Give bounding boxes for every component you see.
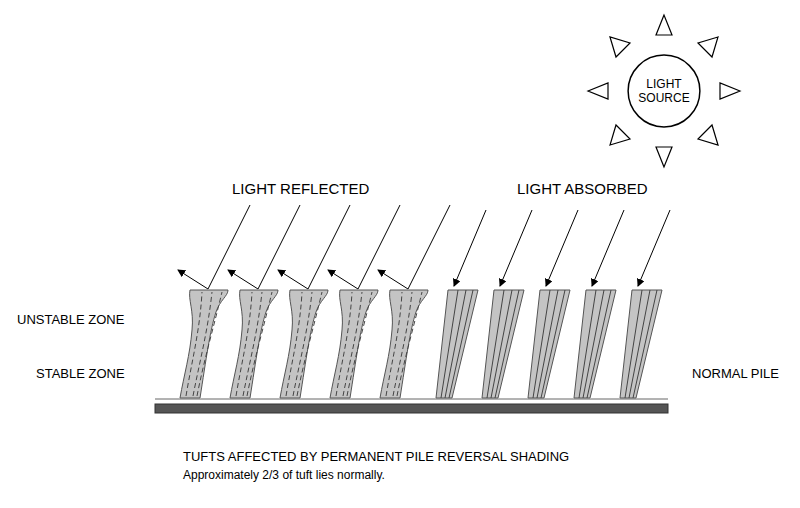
light-ray — [328, 205, 400, 289]
sun-ray — [698, 37, 718, 57]
sun-ray — [720, 83, 740, 99]
backing-line — [155, 399, 668, 400]
absorbed-arrows — [454, 210, 670, 286]
reversed-tuft — [380, 290, 428, 398]
reflected-arrows — [178, 205, 450, 289]
sun-rays — [588, 15, 740, 167]
reversed-tuft — [330, 290, 378, 398]
sun-ray — [588, 83, 608, 99]
normal-tuft — [482, 290, 524, 398]
normal-tuft — [528, 290, 570, 398]
light-ray — [378, 205, 450, 289]
light-source-circle: LIGHT SOURCE — [627, 54, 701, 128]
reversed-tuft — [230, 290, 278, 398]
light-ray — [500, 210, 532, 286]
reversed-tuft — [180, 290, 228, 398]
sun-ray — [656, 147, 672, 167]
light-label: LIGHT ABSORBED — [517, 180, 717, 197]
sun-ray — [610, 37, 630, 57]
carpet-backing — [155, 404, 668, 413]
light-label: LIGHT REFLECTED — [232, 180, 432, 197]
zone-label: NORMAL PILE — [692, 367, 797, 382]
light-ray — [228, 205, 300, 289]
sun-ray — [610, 125, 630, 145]
normal-tuft — [620, 290, 662, 398]
normal-tuft — [574, 290, 616, 398]
normal-tuft — [436, 290, 478, 398]
zone-label: UNSTABLE ZONE — [17, 313, 157, 328]
node-label: LIGHT SOURCE — [627, 77, 701, 105]
caption-note: Approximately 2/3 of tuft lies normally. — [183, 469, 583, 483]
sun-ray — [656, 15, 672, 35]
light-ray — [454, 210, 486, 286]
caption-note: TUFTS AFFECTED BY PERMANENT PILE REVERSA… — [183, 450, 683, 465]
light-ray — [178, 205, 250, 289]
zone-label: STABLE ZONE — [36, 367, 166, 382]
node-text-wrap: LIGHT SOURCE — [627, 77, 701, 105]
light-ray — [278, 205, 350, 289]
reversed-tuft — [280, 290, 328, 398]
light-ray — [638, 210, 670, 286]
sun-ray — [698, 125, 718, 145]
light-ray — [592, 210, 624, 286]
light-ray — [546, 210, 578, 286]
